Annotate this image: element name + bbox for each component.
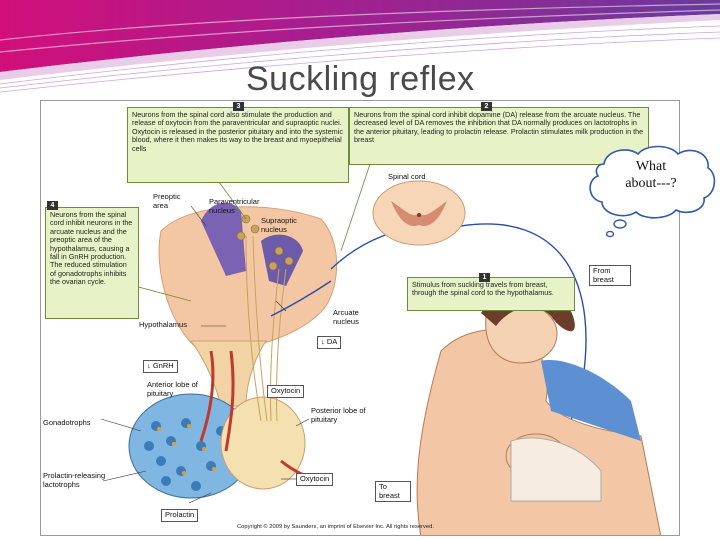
slide-title: Suckling reflex <box>246 60 475 98</box>
step-badge-2: 2 <box>481 102 492 111</box>
anterior-cells <box>144 418 226 491</box>
label-oxytocin-upper: Oxytocin <box>267 385 305 398</box>
neuron-somas <box>236 214 294 271</box>
callout-dopamine-inhibition-text: Neurons from the spinal cord inhibit dop… <box>354 110 644 145</box>
banner-swoosh-graphic <box>0 0 720 93</box>
callout-suckling-stimulus: Stimulus from suckling travels from brea… <box>407 277 575 311</box>
label-posterior-pituitary: Posterior lobe of pituitary <box>311 406 366 424</box>
figure-copyright: Copyright © 2009 by Saunders, an imprint… <box>237 524 434 530</box>
callout-oxytocin-release: Neurons from the spinal cord also stimul… <box>127 107 349 183</box>
label-arcuate-nucleus: Arcuate nucleus <box>333 308 359 326</box>
label-anterior-pituitary: Anterior lobe of pituitary <box>147 380 198 398</box>
callout-gnrh-inhibition-text: Neurons from the spinal cord inhibit neu… <box>50 210 133 287</box>
label-supraoptic-nucleus: Supraoptic nucleus <box>261 216 297 234</box>
mother-nursing-infant <box>416 289 662 535</box>
anatomy-illustration <box>100 160 662 535</box>
suckling-reflex-figure: Neurons from the spinal cord also stimul… <box>40 100 680 536</box>
thought-line-2: about---? <box>625 176 677 191</box>
label-gonadotrophs: Gonadotrophs <box>43 418 91 427</box>
step-badge-3: 3 <box>233 102 244 111</box>
step-badge-1: 1 <box>479 273 490 282</box>
label-paraventricular-nucleus: Paraventricular nucleus <box>209 197 260 215</box>
label-prolactin: Prolactin <box>161 509 199 522</box>
neuron-cluster-supraoptic <box>261 234 303 286</box>
label-leader-lines <box>100 205 310 504</box>
callout-dopamine-inhibition: Neurons from the spinal cord inhibit dop… <box>349 107 649 165</box>
label-hypothalamus: Hypothalamus <box>139 320 187 329</box>
label-decreased-da: ↓ DA <box>317 336 342 349</box>
label-preoptic-area: Preoptic area <box>153 192 181 210</box>
label-to-breast: To breast <box>375 481 411 502</box>
callout-oxytocin-release-text: Neurons from the spinal cord also stimul… <box>132 110 343 153</box>
label-spinal-cord: Spinal cord <box>388 172 426 181</box>
spinal-cord-section <box>372 180 466 246</box>
callout-suckling-stimulus-text: Stimulus from suckling travels from brea… <box>412 280 554 298</box>
thought-bubble <box>589 145 716 238</box>
label-from-breast: From breast <box>589 265 631 286</box>
thought-line-1: What <box>635 159 667 174</box>
decorative-banner <box>0 0 720 100</box>
thought-bubble-text: What about---? <box>596 158 706 192</box>
step-badge-4: 4 <box>47 201 58 210</box>
hypothalamic-axons <box>245 235 287 422</box>
label-prolactin-lactotrophs: Prolactin-releasing lactotrophs <box>43 471 106 489</box>
callout-gnrh-inhibition: Neurons from the spinal cord inhibit neu… <box>45 207 139 319</box>
posterior-pituitary <box>220 396 306 490</box>
neuron-cluster-paraventricular <box>201 202 246 276</box>
anterior-cell-nuclei <box>157 424 216 475</box>
label-decreased-gnrh: ↓ GnRH <box>143 360 178 373</box>
label-oxytocin-lower: Oxytocin <box>296 473 334 486</box>
